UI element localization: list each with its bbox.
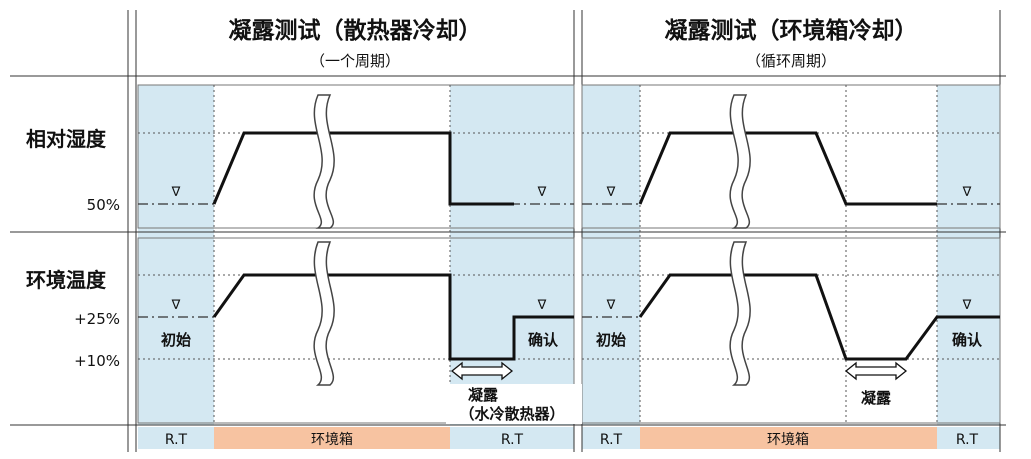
marker: ∇ [606,298,616,313]
bar-rt-1 [138,427,214,449]
level-markers: ∇ ∇ ∇ ∇ ∇ ∇ ∇ ∇ [171,185,972,313]
marker: ∇ [962,298,972,313]
temperature-label: 环境温度 [26,268,107,292]
bar-rt-2 [450,427,574,449]
bar-label-rt-4: R.T [956,432,979,448]
right-double-arrow [844,361,908,381]
left-double-arrow [450,361,514,381]
right-humidity-curve [638,131,937,206]
right-panel-subtitle: （循环周期） [746,52,836,70]
bar-label-chamber-1: 环境箱 [311,432,353,448]
bar-rt-3 [582,427,640,449]
marker: ∇ [537,298,547,313]
marker: ∇ [171,298,181,313]
frame [10,10,1006,452]
bar-chamber-2 [640,427,937,449]
bar-label-chamber-2: 环境箱 [767,432,809,448]
bottom-bar [138,427,1000,449]
bar-label-rt-1: R.T [165,432,188,448]
right-condensation-label-bg [850,385,902,409]
left-condensation-label-bg [446,384,582,424]
condensation-arrows [450,361,908,381]
right-condensation-label: 凝露 [861,389,892,407]
bar-chamber-1 [214,427,450,449]
right-confirm-label: 确认 [952,331,983,349]
bar-rt-4 [937,427,1000,449]
bar-label-rt-2: R.T [501,432,524,448]
profiles [212,131,1000,361]
right-panel-title: 凝露测试（环境箱冷却） [665,17,918,44]
temperature-tick-10: +10% [74,352,120,370]
temperature-tick-25: +25% [74,310,120,328]
humidity-label: 相对湿度 [26,127,107,151]
water-cooled-label: （水冷散热器） [459,405,564,423]
left-humidity-curve [212,131,514,206]
left-condensation-label: 凝露 [468,386,499,404]
right-initial-label: 初始 [596,331,626,349]
right-panel-initial-zone [582,85,640,425]
time-breaks [313,94,751,386]
marker: ∇ [537,185,547,200]
left-panel-title: 凝露测试（散热器冷却） [229,17,482,44]
bar-label-rt-3: R.T [600,432,623,448]
marker: ∇ [962,185,972,200]
marker: ∇ [171,185,181,200]
left-temperature-curve [212,273,574,361]
right-panel-final-zone [937,85,1000,425]
left-confirm-label: 确认 [528,331,559,349]
right-temperature-curve [638,273,1000,361]
left-initial-label: 初始 [161,331,191,349]
rt-zones [138,85,1000,425]
left-panel-subtitle: （一个周期） [310,52,400,70]
marker: ∇ [606,185,616,200]
humidity-tick: 50% [87,196,120,214]
left-panel-initial-zone [138,85,214,425]
